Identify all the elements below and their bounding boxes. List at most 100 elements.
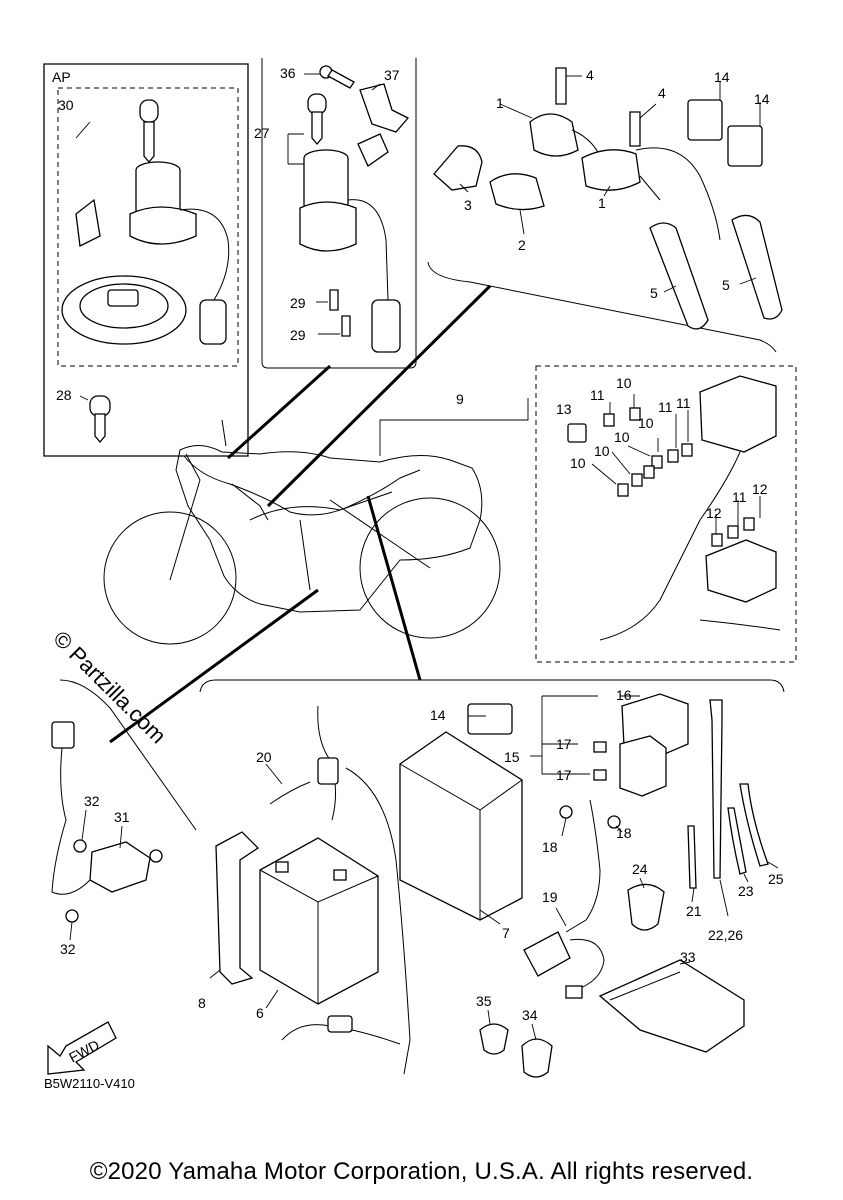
callout-1a: 1 bbox=[496, 95, 504, 111]
callout-29b: 29 bbox=[290, 327, 306, 343]
fuse-box-frame bbox=[535, 365, 797, 663]
connection-lines bbox=[109, 284, 492, 744]
callout-27: 27 bbox=[254, 125, 270, 141]
handlebar-grips bbox=[649, 214, 783, 330]
callout-14b: 14 bbox=[754, 91, 770, 107]
neutral-switch bbox=[51, 721, 163, 923]
callout-12b: 12 bbox=[752, 481, 768, 497]
main-switch-body bbox=[129, 161, 230, 345]
callout-10a: 10 bbox=[616, 375, 632, 391]
callout-37: 37 bbox=[384, 67, 400, 83]
callout-14c: 14 bbox=[430, 707, 446, 723]
callout-20: 20 bbox=[256, 749, 272, 765]
spare-key bbox=[89, 395, 111, 444]
battery bbox=[259, 837, 379, 1005]
callout-10b: 10 bbox=[638, 415, 654, 431]
handlebar-leaders bbox=[459, 75, 761, 293]
callout-19: 19 bbox=[542, 889, 558, 905]
assembly-label: AP bbox=[52, 69, 71, 85]
callout-9: 9 bbox=[456, 391, 464, 407]
lock-set-leaders bbox=[287, 73, 381, 335]
handlebar-switch-right bbox=[581, 147, 721, 241]
callout-32a: 32 bbox=[84, 793, 100, 809]
clamp-24 bbox=[627, 883, 665, 931]
callout-36: 36 bbox=[280, 65, 296, 81]
callout-17a: 17 bbox=[556, 736, 572, 752]
starter-relay bbox=[593, 693, 689, 797]
callout-6: 6 bbox=[256, 1005, 264, 1021]
tie-leaders bbox=[487, 861, 779, 1041]
callout-17b: 17 bbox=[556, 767, 572, 783]
ignition-assembly-frame: AP bbox=[43, 63, 249, 457]
callout-23: 23 bbox=[738, 883, 754, 899]
battery-cables bbox=[269, 705, 411, 1075]
diagram-code: B5W2110-V410 bbox=[44, 1076, 135, 1091]
battery-band bbox=[215, 831, 260, 985]
callout-5b: 5 bbox=[722, 277, 730, 293]
lock-set-screws bbox=[329, 289, 351, 337]
callout-8: 8 bbox=[198, 995, 206, 1011]
callout-11c: 11 bbox=[676, 395, 691, 411]
lower-group-frame bbox=[59, 679, 785, 831]
callout-15: 15 bbox=[504, 749, 520, 765]
handlebar-switch-frame bbox=[427, 261, 777, 353]
relay-leaders bbox=[468, 695, 640, 927]
clamp-34 bbox=[521, 1038, 553, 1078]
handlebar-switch-left bbox=[433, 113, 605, 211]
lock-set-switch bbox=[299, 149, 401, 353]
callout-16: 16 bbox=[616, 687, 632, 703]
relay-13 bbox=[567, 423, 587, 443]
callout-3: 3 bbox=[464, 197, 472, 213]
callout-4a: 4 bbox=[586, 67, 594, 83]
callout-24: 24 bbox=[632, 861, 648, 877]
callout-35: 35 bbox=[476, 993, 492, 1009]
callout-29a: 29 bbox=[290, 295, 306, 311]
callout-5a: 5 bbox=[650, 285, 658, 301]
protector-33 bbox=[598, 959, 745, 1053]
callout-18a: 18 bbox=[542, 839, 558, 855]
callout-10d: 10 bbox=[594, 443, 610, 459]
callout-33: 33 bbox=[680, 949, 696, 965]
callout-4b: 4 bbox=[658, 85, 666, 101]
lock-set-key bbox=[307, 93, 327, 146]
lock-set-bolt bbox=[319, 65, 355, 89]
fwd-arrow-icon: FWD bbox=[47, 1021, 117, 1075]
callout-7: 7 bbox=[502, 925, 510, 941]
relay-14 bbox=[467, 703, 513, 735]
starter-cable bbox=[523, 799, 621, 999]
fuses bbox=[603, 407, 755, 547]
callout-28: 28 bbox=[56, 387, 72, 403]
callout-13: 13 bbox=[556, 401, 572, 417]
callout-14a: 14 bbox=[714, 69, 730, 85]
seat-lock bbox=[75, 198, 101, 247]
callout-11b: 11 bbox=[658, 399, 673, 415]
fuse-block bbox=[599, 375, 781, 641]
ignition-leaders bbox=[75, 121, 91, 401]
neutral-leaders bbox=[69, 809, 123, 941]
callout-25: 25 bbox=[768, 871, 784, 887]
battery-leaders bbox=[209, 763, 501, 1009]
battery-cover bbox=[399, 731, 523, 921]
callout-11a: 11 bbox=[590, 387, 605, 403]
fuel-tank-cap bbox=[61, 275, 187, 345]
callout-34: 34 bbox=[522, 1007, 538, 1023]
copyright-notice: ©2020 Yamaha Motor Corporation, U.S.A. A… bbox=[89, 1158, 754, 1185]
wire-harness bbox=[183, 398, 529, 521]
callout-2: 2 bbox=[518, 237, 526, 253]
callout-32b: 32 bbox=[60, 941, 76, 957]
fuse-leaders bbox=[591, 394, 761, 534]
callout-22-26: 22,26 bbox=[708, 927, 743, 943]
callout-10e: 10 bbox=[570, 455, 586, 471]
callout-21: 21 bbox=[686, 903, 702, 919]
callout-30: 30 bbox=[58, 97, 74, 113]
callout-10c: 10 bbox=[614, 429, 630, 445]
cable-ties bbox=[687, 699, 769, 889]
handlebar-relays bbox=[687, 99, 763, 167]
callout-1b: 1 bbox=[598, 195, 606, 211]
callout-18b: 18 bbox=[616, 825, 632, 841]
clamp-35 bbox=[479, 1023, 509, 1055]
lock-set-bracket bbox=[357, 83, 410, 167]
callout-12a: 12 bbox=[706, 505, 722, 521]
fuse-box-lower bbox=[705, 539, 777, 603]
